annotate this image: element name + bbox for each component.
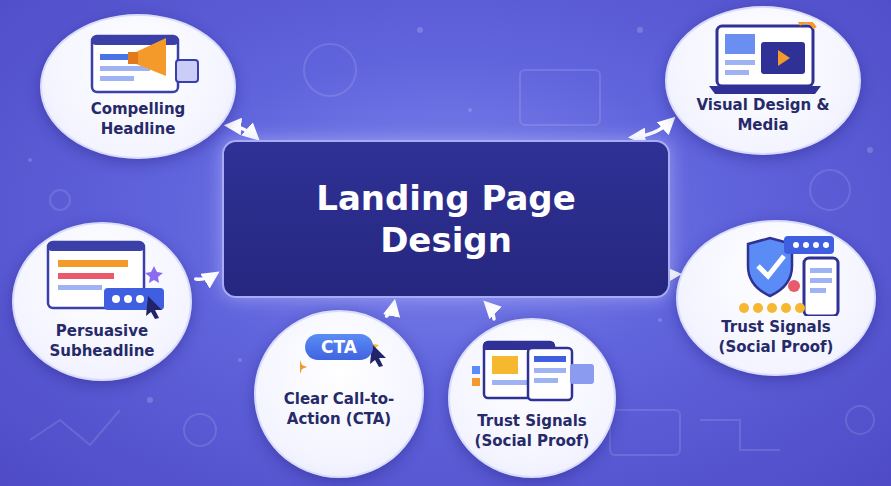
cta-button: CTA: [305, 334, 373, 360]
topic-icon: [718, 236, 840, 316]
topic-label: Visual Design & Media: [667, 96, 859, 135]
topic-icon: [470, 336, 596, 406]
topic-circle: Compelling Headline: [40, 14, 236, 159]
central-box: Landing Page Design: [222, 140, 670, 298]
topic-icon: [44, 238, 166, 320]
connector-arrow: [196, 274, 216, 279]
topic-label: Persuasive Subheadline: [14, 322, 190, 361]
topic-label: Clear Call-to-Action (CTA): [256, 390, 422, 429]
central-title: Landing Page Design: [301, 177, 591, 262]
topic-circle: Persuasive Subheadline: [12, 222, 192, 381]
topic-circle: Trust Signals (Social Proof): [676, 220, 876, 376]
topic-label: Trust Signals (Social Proof): [450, 412, 614, 451]
topic-circle: Visual Design & Media: [665, 6, 861, 155]
connector-arrow: [633, 120, 671, 137]
topic-icon: [707, 22, 823, 96]
topic-icon: [88, 30, 200, 96]
topic-label: Compelling Headline: [42, 100, 234, 139]
topic-circle: Trust Signals (Social Proof): [448, 318, 616, 478]
connector-arrow: [229, 126, 256, 138]
connector-arrow: [487, 304, 494, 319]
topic-label: Trust Signals (Social Proof): [678, 318, 874, 357]
connector-arrow: [387, 304, 394, 316]
topic-circle: CTA Clear Call-to-Action (CTA): [254, 310, 424, 478]
connector-arrow: [674, 272, 677, 276]
